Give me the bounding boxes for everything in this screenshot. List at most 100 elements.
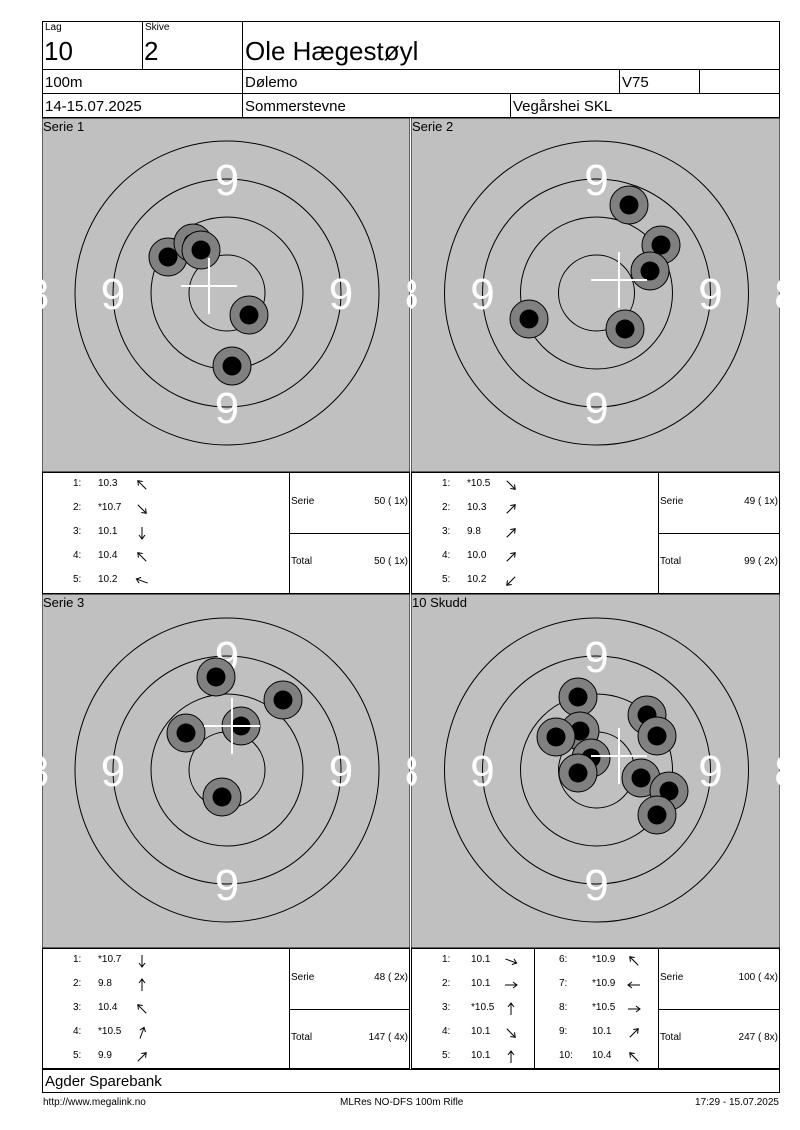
direction-arrow-icon [139,1026,146,1039]
ring-number-9: 9 [215,861,239,910]
score-table-4 [411,948,780,1069]
direction-arrow-icon [506,1028,516,1038]
ring-number-9: 9 [584,633,608,682]
target-2: 999988Serie 2 [411,118,780,472]
shot-hole [558,677,598,717]
direction-arrow-icon [135,577,148,584]
serie-label: Serie [660,972,684,983]
mean-impact-cross [591,252,647,308]
shot-hole [263,680,303,720]
ring-number-8: 8 [42,270,49,319]
sponsor: Agder Sparebank [45,1073,162,1090]
target-rings [444,140,749,446]
shot-number: 7: [559,978,568,989]
ring-number-9: 9 [329,270,353,319]
ring-number-8: 8 [774,270,780,319]
shot-score: 10.1 [471,1026,491,1037]
shot-number: 5: [442,574,451,585]
shot-score: *10.5 [471,1002,495,1013]
ring-number-9: 9 [698,747,722,796]
club: Vegårshei SKL [513,98,613,115]
shot-score: 10.1 [592,1026,612,1037]
ring-number-9: 9 [215,156,239,205]
direction-arrow-icon [138,955,146,968]
mean-impact-cross [591,728,647,784]
total-value: 147 ( 4x) [368,1032,408,1043]
ring-number-8: 8 [411,747,419,796]
shot-number: 3: [442,1002,451,1013]
ring-number-8: 8 [405,270,410,319]
skive-label: Skive [145,22,170,33]
direction-arrow-icon [506,528,516,538]
serie-value: 100 ( 4x) [738,972,778,983]
ring-number-8: 8 [405,747,410,796]
shot-number: 5: [442,1050,451,1061]
serie-value: 49 ( 1x) [744,496,778,507]
shot-number: 6: [559,954,568,965]
shot-number: 1: [73,954,82,965]
ring-number-9: 9 [584,861,608,910]
shot-hole [509,299,549,339]
direction-arrow-icon [628,1005,641,1013]
shot-hole [637,716,677,756]
shot-hole [637,795,677,835]
direction-arrow-icon [506,576,516,586]
ring-number-9: 9 [584,384,608,433]
shot-score: *10.5 [98,1026,122,1037]
shot-score: *10.5 [592,1002,616,1013]
shot-number: 4: [73,550,82,561]
target-1: 999988Serie 1 [42,118,410,472]
shot-score: 10.1 [471,954,491,965]
shot-score: 10.2 [467,574,487,585]
shot-score: 10.3 [467,502,487,513]
direction-arrow-icon [507,1002,515,1015]
shot-score: 9.8 [98,978,112,989]
distance: 100m [45,74,83,91]
total-value: 50 ( 1x) [374,556,408,567]
shot-score: *10.9 [592,978,616,989]
shot-number: 2: [73,978,82,989]
lag-label: Lag [45,22,62,33]
ring-number-9: 9 [470,270,494,319]
shot-number: 4: [442,550,451,561]
direction-arrow-icon [137,1052,147,1062]
total-label: Total [660,556,682,567]
ring-number-8: 8 [42,747,49,796]
ring-number-9: 9 [101,270,125,319]
direction-arrow-icon [507,1050,515,1063]
serie-label: Serie [291,972,315,983]
direction-arrow-icon [138,527,146,540]
shot-score: 10.1 [98,526,118,537]
direction-arrow-icon [506,480,516,490]
direction-arrow-icon [506,504,516,514]
shot-score: 10.4 [98,550,118,561]
class: V75 [622,74,649,91]
event: Sommerstevne [245,98,346,115]
direction-arrow-icon [505,981,518,989]
shot-number: 10: [559,1050,573,1061]
shot-number: 8: [559,1002,568,1013]
shot-number: 9: [559,1026,568,1037]
shot-score: *10.7 [98,502,122,513]
skive-value: 2 [144,36,159,66]
shot-hole [212,346,252,386]
direction-arrow-icon [627,981,640,989]
direction-arrow-icon [629,956,639,966]
direction-arrow-icon [629,1052,639,1062]
direction-arrow-icon [137,552,147,562]
shot-score: 10.4 [592,1050,612,1061]
direction-arrow-icon [505,958,518,965]
place: Dølemo [245,74,298,91]
footer-url[interactable]: http://www.megalink.no [43,1097,146,1108]
direction-arrow-icon [137,504,147,514]
serie-label: Serie [291,496,315,507]
ring-number-9: 9 [101,747,125,796]
panel-title: Serie 3 [43,595,84,610]
direction-arrow-icon [138,978,146,991]
shot-number: 2: [73,502,82,513]
total-value: 247 ( 8x) [738,1032,778,1043]
shot-number: 5: [73,574,82,585]
shot-score: 10.1 [471,978,491,989]
shot-score: 10.0 [467,550,487,561]
shot-hole [558,753,598,793]
